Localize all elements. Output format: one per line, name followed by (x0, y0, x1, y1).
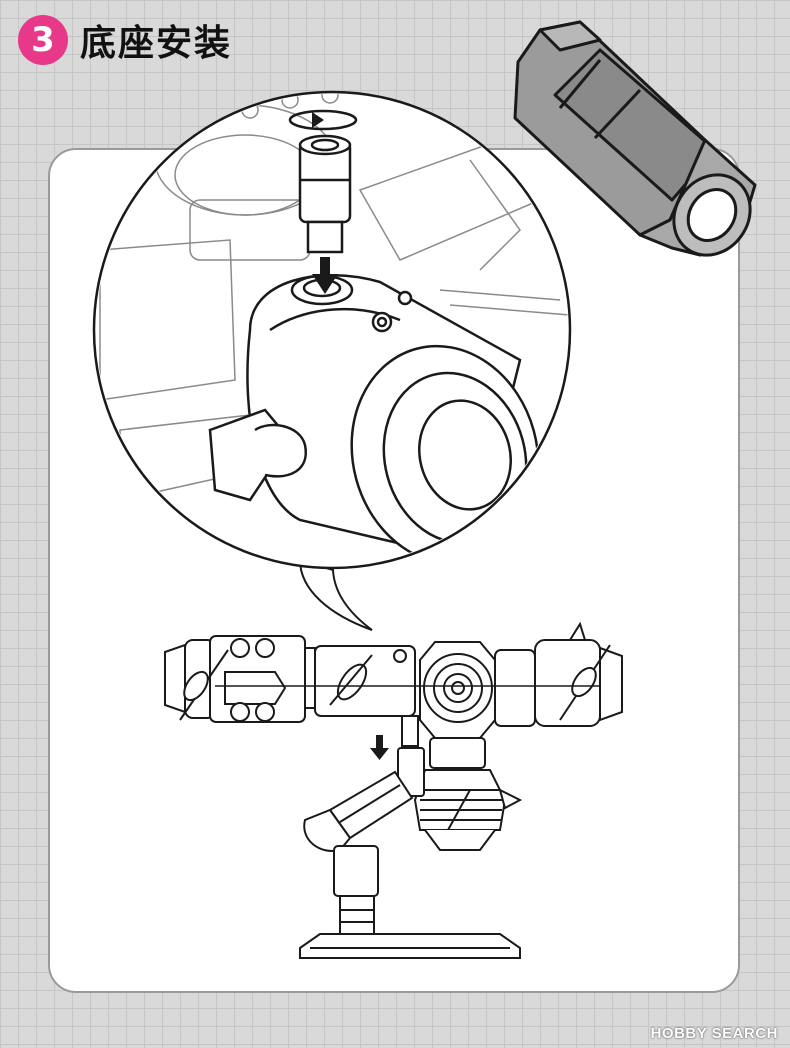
rotate-arrow-icon (288, 109, 358, 131)
hex-adapter-part (513, 20, 757, 257)
step-number-badge: 3 (18, 15, 68, 65)
step-title: 底座安装 (80, 23, 233, 64)
watermark: HOBBY SEARCH (650, 1025, 778, 1042)
down-arrow-icon (312, 257, 338, 294)
zoom-detail-bubble (92, 90, 572, 631)
robot-on-stand-drawing (164, 621, 623, 959)
down-arrow-icon (370, 735, 389, 760)
step-header: 3 底座安装 (18, 14, 232, 66)
